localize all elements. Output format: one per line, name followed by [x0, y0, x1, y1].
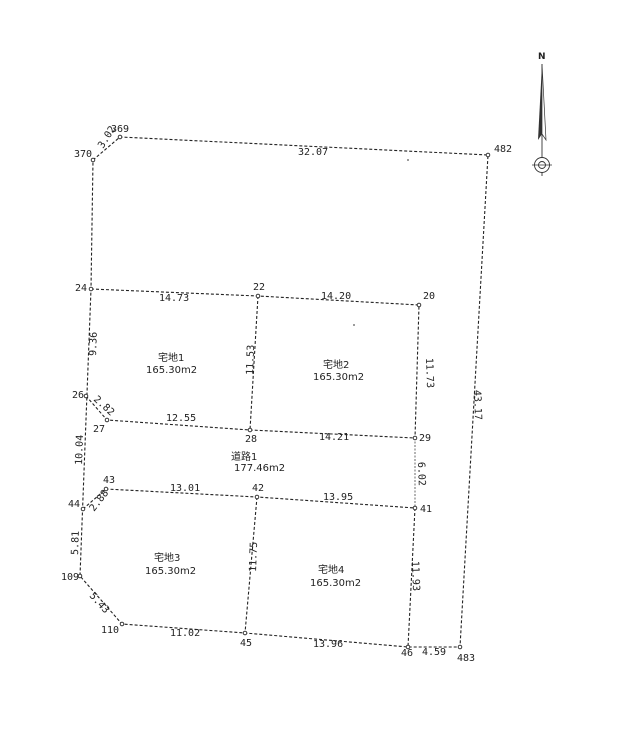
outer-boundary	[79, 136, 489, 648]
point-labels: 369 370 482 24 22 20 26 27 28 29 43 42 4…	[61, 124, 512, 664]
dimension-labels: 3.02 32.07 14.73 14.20 9.36 11.53 11.73 …	[70, 124, 483, 658]
dim-24-22: 14.73	[159, 293, 189, 304]
point-label-26: 26	[72, 390, 84, 401]
point-label-483: 483	[457, 653, 475, 664]
lot-1-name: 宅地1	[158, 351, 184, 364]
lot-2-name: 宅地2	[323, 358, 349, 371]
point-label-370: 370	[74, 149, 92, 160]
point-28-marker	[247, 427, 253, 433]
dim-26-44: 10.04	[74, 435, 86, 465]
dim-22-20: 14.20	[321, 291, 351, 302]
point-42-marker	[254, 494, 260, 500]
dim-29-41: 6.02	[415, 462, 427, 486]
point-482-marker	[485, 152, 491, 158]
point-label-28: 28	[245, 434, 257, 445]
road-north-line	[85, 395, 416, 439]
point-label-369: 369	[111, 124, 129, 135]
point-label-24: 24	[75, 283, 87, 294]
dim-43-42: 13.01	[170, 483, 200, 494]
stray-dot	[407, 159, 409, 161]
lot-4-area: 165.30m2	[310, 578, 361, 589]
dim-26-27: 2.82	[91, 394, 116, 418]
point-22-marker	[255, 293, 261, 299]
lot-2-area: 165.30m2	[313, 372, 364, 383]
dim-45-46: 13.96	[313, 639, 343, 650]
point-label-110: 110	[101, 625, 119, 636]
dim-44-43: 2.88	[88, 488, 112, 514]
point-label-29: 29	[419, 433, 431, 444]
point-24-marker	[88, 286, 94, 292]
north-arrow-icon: N	[532, 52, 552, 176]
north-label: N	[538, 52, 546, 62]
point-label-482: 482	[494, 144, 512, 155]
dim-28-29: 14.21	[319, 432, 349, 443]
dim-27-28: 12.55	[166, 413, 196, 424]
dim-20-29: 11.73	[423, 358, 435, 388]
point-44-marker	[80, 506, 86, 512]
point-label-44: 44	[68, 499, 80, 510]
point-20-marker	[416, 302, 422, 308]
point-label-22: 22	[253, 282, 265, 293]
point-26-marker	[83, 393, 89, 399]
survey-points	[77, 134, 491, 650]
dim-42-41: 13.95	[323, 492, 353, 503]
point-45-marker	[242, 630, 248, 636]
point-43-marker	[103, 486, 109, 492]
dim-44-109: 5.81	[70, 531, 82, 555]
dim-110-45: 11.02	[170, 628, 200, 639]
lot-1-area: 165.30m2	[146, 365, 197, 376]
lot-road-name: 道路1	[231, 450, 257, 463]
dim-370-369: 3.02	[96, 124, 118, 150]
dim-42-45: 11.75	[248, 542, 260, 572]
lot-line-42-45	[244, 496, 258, 634]
point-label-43: 43	[103, 475, 115, 486]
stray-dot	[353, 324, 355, 326]
point-29-marker	[412, 435, 418, 441]
point-label-20: 20	[423, 291, 435, 302]
dim-46-483: 4.59	[422, 647, 446, 658]
point-483-marker	[457, 644, 463, 650]
point-109-marker	[77, 573, 83, 579]
road-south-line	[82, 488, 416, 510]
point-label-42: 42	[252, 483, 264, 494]
point-label-46: 46	[401, 648, 413, 659]
point-41-marker	[412, 505, 418, 511]
lot-3-area: 165.30m2	[145, 566, 196, 577]
lot-road-area: 177.46m2	[234, 463, 285, 474]
point-label-41: 41	[420, 504, 432, 515]
point-label-109: 109	[61, 572, 79, 583]
dim-482-483: 43.17	[471, 390, 483, 420]
point-label-45: 45	[240, 638, 252, 649]
point-label-27: 27	[93, 424, 105, 435]
lot-line-41-46	[407, 507, 416, 648]
point-46-marker	[405, 644, 411, 650]
lot-labels: 宅地1 165.30m2 宅地2 165.30m2 道路1 177.46m2 宅…	[145, 351, 364, 589]
lot-4-name: 宅地4	[318, 563, 344, 576]
dim-369-482: 32.07	[298, 147, 328, 158]
dim-41-46: 11.93	[409, 561, 421, 591]
point-369-marker	[117, 134, 123, 140]
dim-22-28: 11.53	[245, 345, 257, 375]
dim-109-110: 5.43	[87, 591, 111, 616]
dim-24-26: 9.36	[88, 332, 100, 356]
point-110-marker	[119, 621, 125, 627]
lot-line-north	[90, 288, 420, 439]
point-27-marker	[104, 417, 110, 423]
point-370-marker	[90, 157, 96, 163]
lot-3-name: 宅地3	[154, 551, 180, 564]
lot-line-22-28	[249, 295, 259, 431]
